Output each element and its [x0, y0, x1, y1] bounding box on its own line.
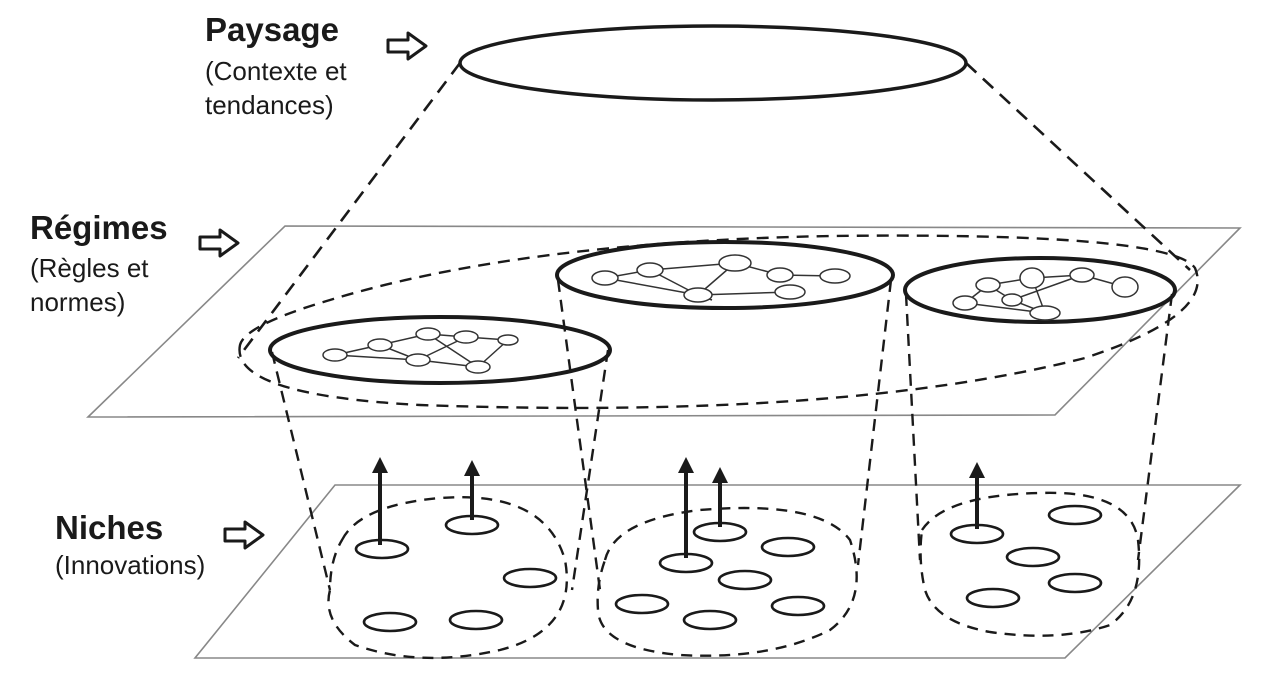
label-niches-title: Niches: [55, 509, 164, 546]
landscape-cone-right: [965, 62, 1191, 271]
right-arrow-icon-niches: [223, 520, 265, 550]
regime-plane: [86, 225, 1242, 418]
up-arrow-icons: [372, 457, 985, 558]
regime-dashed-ellipse: [238, 234, 1199, 410]
label-paysage-title: Paysage: [205, 11, 339, 48]
label-paysage-sub-2: tendances): [205, 90, 334, 120]
funnel-lines: [270, 279, 1174, 591]
regime-top-middle: [555, 240, 895, 310]
niche-group-right: [919, 491, 1141, 637]
label-regimes-sub-1: (Règles et: [30, 253, 149, 283]
landscape-cone-left: [236, 62, 462, 359]
label-regimes-title: Régimes: [30, 209, 168, 246]
niche-plane: [193, 484, 1242, 659]
regime-network-right: [952, 267, 1139, 321]
label-regimes-sub-2: normes): [30, 287, 126, 317]
label-paysage-sub-1: (Contexte et: [205, 56, 347, 86]
niche-innovations: [354, 504, 1103, 633]
right-arrow-icon-paysage: [386, 31, 428, 61]
regime-network-left: [322, 327, 519, 374]
niche-group-middle: [596, 506, 858, 657]
regime-network-middle: [591, 254, 851, 303]
right-arrow-icon-regimes: [198, 228, 240, 258]
landscape-ellipse: [458, 24, 968, 102]
niche-group-left: [327, 496, 569, 660]
label-niches-sub-1: (Innovations): [55, 550, 206, 580]
